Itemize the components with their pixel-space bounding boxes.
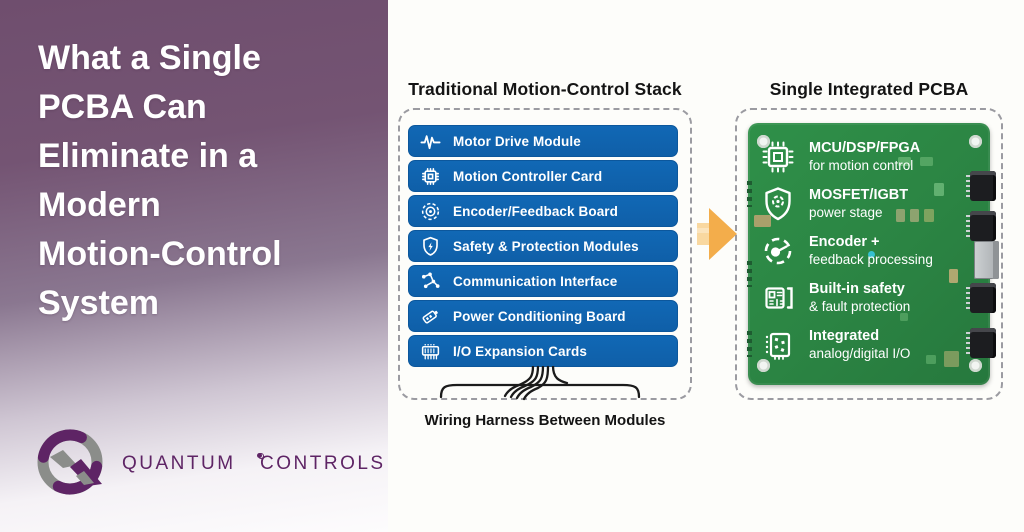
safety-module-icon bbox=[758, 278, 798, 318]
brand-logo: Quantum Controls bbox=[32, 424, 386, 502]
stack-module-motion-controller: Motion Controller Card bbox=[408, 160, 678, 192]
smd-component bbox=[949, 269, 958, 283]
network-nodes-icon bbox=[419, 270, 442, 293]
board-connector-silver bbox=[974, 241, 999, 279]
feature-safety: Built-in safety & fault protection bbox=[758, 279, 963, 316]
integrated-pcba-panel bbox=[735, 108, 1003, 400]
stack-module-label: I/O Expansion Cards bbox=[453, 343, 587, 359]
feature-line1: MCU/DSP/FPGA bbox=[809, 139, 921, 156]
board-connector bbox=[966, 171, 996, 201]
smd-component bbox=[896, 209, 905, 222]
flow-arrow-icon bbox=[697, 208, 737, 265]
stack-module-label: Communication Interface bbox=[453, 273, 618, 289]
feature-text: Built-in safety & fault protection bbox=[809, 280, 963, 316]
stack-module-label: Safety & Protection Modules bbox=[453, 238, 639, 254]
io-chip-icon bbox=[758, 325, 798, 365]
title-line: PCBA Can bbox=[38, 88, 207, 126]
hero-panel: What a Single PCBA Can Eliminate in a Mo… bbox=[0, 0, 388, 532]
board-connector bbox=[966, 211, 996, 241]
feature-line1: Encoder + bbox=[809, 233, 880, 250]
edge-pads bbox=[747, 181, 752, 207]
feature-text: MCU/DSP/FPGA for motion control bbox=[809, 139, 963, 175]
pcb-board: MCU/DSP/FPGA for motion control MOSFET/I… bbox=[747, 123, 999, 385]
stack-module-power: Power Conditioning Board bbox=[408, 300, 678, 332]
encoder-gauge-icon bbox=[758, 231, 798, 271]
screw-hole bbox=[757, 135, 770, 148]
smd-component bbox=[910, 209, 919, 222]
integrated-pcba-heading: Single Integrated PCBA bbox=[769, 79, 969, 99]
feature-mcu: MCU/DSP/FPGA for motion control bbox=[758, 138, 963, 175]
feature-encoder: Encoder + feedback processing bbox=[758, 232, 963, 269]
quantum-controls-logo-icon bbox=[32, 424, 110, 502]
pcba-feature-list: MCU/DSP/FPGA for motion control MOSFET/I… bbox=[758, 138, 963, 363]
screw-hole bbox=[969, 359, 982, 372]
smd-component bbox=[926, 355, 936, 364]
title-line: Motion-Control bbox=[38, 235, 282, 273]
feature-text: Encoder + feedback processing bbox=[809, 233, 963, 269]
title-line: Modern bbox=[38, 186, 161, 224]
stack-module-label: Encoder/Feedback Board bbox=[453, 203, 618, 219]
wiring-harness-icon bbox=[435, 364, 645, 407]
title-line: Eliminate in a bbox=[38, 137, 258, 175]
smd-component bbox=[900, 313, 908, 321]
page-title: What a Single PCBA Can Eliminate in a Mo… bbox=[38, 34, 368, 328]
feature-line1: Built-in safety bbox=[809, 280, 905, 297]
edge-pads bbox=[747, 261, 752, 287]
brand-word-quantum: Quantum bbox=[122, 452, 236, 474]
feature-text: Integrated analog/digital I/O bbox=[809, 327, 963, 363]
feature-line2: & fault protection bbox=[809, 298, 911, 314]
stack-module-io-expansion: I/O Expansion Cards bbox=[408, 335, 678, 367]
stack-module-label: Motion Controller Card bbox=[453, 168, 603, 184]
stack-module-safety: Safety & Protection Modules bbox=[408, 230, 678, 262]
shield-power-icon bbox=[758, 184, 798, 224]
feature-line2: for motion control bbox=[809, 157, 914, 173]
smd-component bbox=[934, 183, 944, 196]
feature-line1: MOSFET/IGBT bbox=[809, 186, 909, 203]
encoder-disc-icon bbox=[419, 200, 442, 223]
feature-power-stage: MOSFET/IGBT power stage bbox=[758, 185, 963, 222]
smd-component bbox=[868, 251, 875, 258]
stack-module-encoder: Encoder/Feedback Board bbox=[408, 195, 678, 227]
wiring-harness-caption: Wiring Harness Between Modules bbox=[424, 412, 666, 429]
chip-icon bbox=[419, 165, 442, 188]
title-line: System bbox=[38, 284, 159, 322]
traditional-stack-heading: Traditional Motion-Control Stack bbox=[408, 79, 682, 99]
smd-component bbox=[898, 157, 911, 166]
battery-icon bbox=[419, 305, 442, 328]
stack-module-motor-drive: Motor Drive Module bbox=[408, 125, 678, 157]
stack-module-label: Motor Drive Module bbox=[453, 133, 581, 149]
connector-pins-icon bbox=[419, 340, 442, 363]
brand-name: Quantum Controls bbox=[122, 452, 386, 475]
waveform-icon bbox=[419, 130, 442, 153]
smd-component bbox=[924, 209, 934, 222]
screw-hole bbox=[757, 359, 770, 372]
feature-line2: feedback processing bbox=[809, 251, 933, 267]
feature-line2: power stage bbox=[809, 204, 883, 220]
screw-hole bbox=[969, 135, 982, 148]
shield-bolt-icon bbox=[419, 235, 442, 258]
smd-component bbox=[754, 215, 771, 227]
mcu-chip-icon bbox=[758, 137, 798, 177]
stack-module-communication: Communication Interface bbox=[408, 265, 678, 297]
smd-component bbox=[920, 157, 933, 166]
brand-word-controls: Controls bbox=[260, 452, 386, 474]
feature-line1: Integrated bbox=[809, 327, 880, 344]
feature-text: MOSFET/IGBT power stage bbox=[809, 186, 963, 222]
smd-component bbox=[944, 351, 959, 367]
feature-line2: analog/digital I/O bbox=[809, 345, 911, 361]
traditional-stack-panel bbox=[398, 108, 692, 400]
traditional-stack-list: Motor Drive Module Motion Controller Car… bbox=[408, 125, 678, 367]
board-connector bbox=[966, 283, 996, 313]
title-line: What a Single bbox=[38, 39, 261, 77]
feature-io: Integrated analog/digital I/O bbox=[758, 326, 963, 363]
stack-module-label: Power Conditioning Board bbox=[453, 308, 626, 324]
board-connector bbox=[966, 328, 996, 358]
edge-pads bbox=[747, 331, 752, 357]
